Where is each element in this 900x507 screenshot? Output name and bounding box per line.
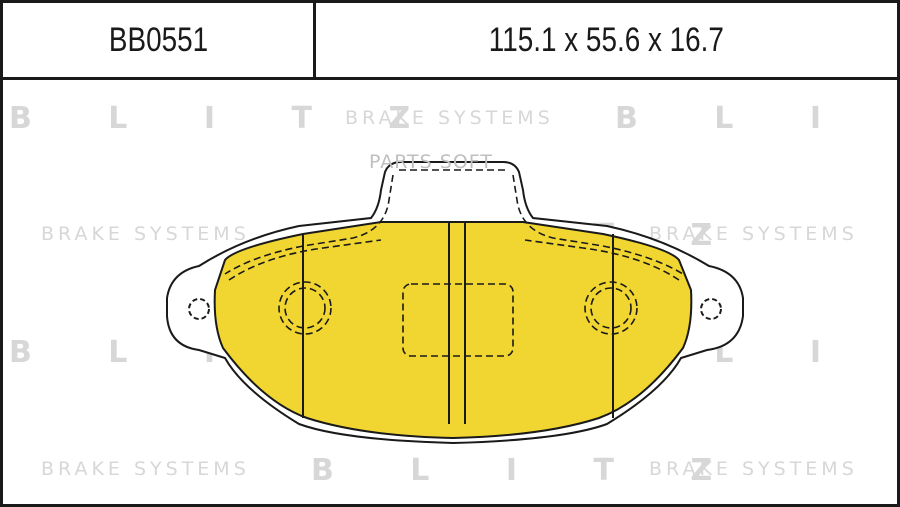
watermark-tagline: BRAKE SYSTEMS [41,223,250,245]
part-number-cell: BB0551 [3,3,316,77]
ear-hole-right [700,298,722,320]
ear-hole-left [188,298,210,320]
watermark-tagline: BRAKE SYSTEMS [41,458,250,480]
part-number: BB0551 [108,20,208,59]
dimensions-cell: 115.1 x 55.6 x 16.7 [316,3,897,77]
brake-pad-drawing: B L I T Z BRAKE SYSTEMS B L I T Z BRAKE … [9,101,897,488]
watermark-brand: B L I T Z [311,453,745,488]
watermark-brand: B L I T Z [9,101,443,136]
watermark-tagline: BRAKE SYSTEMS [649,458,858,480]
watermark-source: PARTS SOFT [369,151,493,173]
hidden-lines [224,169,684,357]
spec-header: BB0551 115.1 x 55.6 x 16.7 [3,3,897,80]
watermark-brand: B L I T Z [615,101,897,136]
watermark-tagline: BRAKE SYSTEMS [345,107,554,129]
watermark-tagline: BRAKE SYSTEMS [649,223,858,245]
pad-dimensions: 115.1 x 55.6 x 16.7 [488,20,725,59]
friction-material [213,221,693,440]
